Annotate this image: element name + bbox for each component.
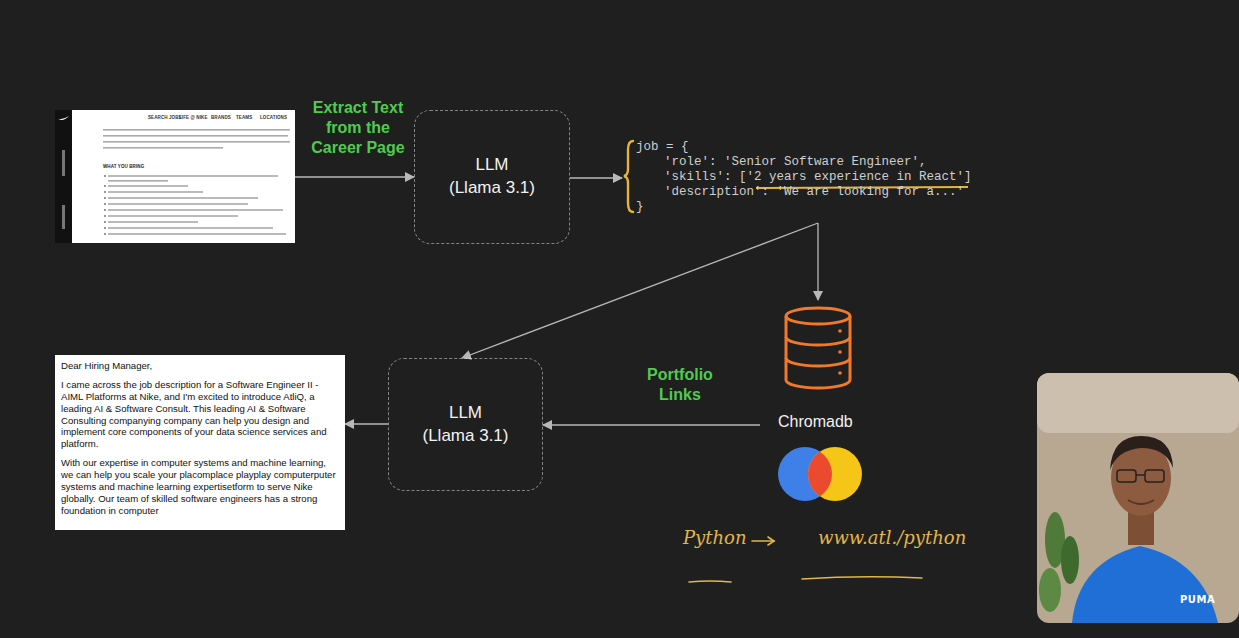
career-page-screenshot [104,203,106,205]
career-page-screenshot [104,215,106,217]
career-page-screenshot [104,209,106,211]
career-page-screenshot [104,233,106,235]
career-page-screenshot [55,110,72,243]
json-bracket [624,141,633,212]
career-page-screenshot [108,175,278,177]
career-page-screenshot [62,150,65,176]
handwritten-underline [689,577,922,582]
llm-text: LLM [449,402,482,425]
webcam-presenter [1136,474,1145,476]
career-page-screenshot [108,227,273,229]
database-icon [786,358,850,366]
handwritten-note: www.atl./python [818,527,966,548]
career-page-screenshot [108,221,198,223]
database-icon [838,329,842,333]
nav-item: LOCATIONS [260,115,287,120]
career-page-screenshot [55,110,295,243]
letter-text: With our expertise in computer systems a… [61,457,339,516]
chroma-logo [808,447,862,501]
process-box: LLM(Llama 3.1) [388,358,543,491]
nav-item: BRANDS [211,115,231,120]
llm-text: LLM [475,154,508,177]
webcam-presenter [1037,373,1239,623]
arrow-connector [817,223,818,300]
career-page-screenshot [104,221,106,223]
letter-box: Dear Hiring Manager, I came across the jo… [55,355,345,530]
handwritten-underline [802,577,922,579]
db-label: Chromadb [778,413,853,431]
career-page-screenshot [104,175,106,177]
code-line: 'skills': ['2 years experience in React'… [636,170,972,185]
career-page-screenshot [104,191,106,193]
career-page-screenshot [58,116,69,120]
webcam-presenter [1037,373,1239,623]
llm-text: (Llama 3.1) [449,177,535,200]
arrow-connector [345,423,388,424]
career-page-screenshot [104,227,106,229]
webcam-presenter [1072,546,1218,623]
code-line: job = { [636,140,972,155]
nav-item: WHAT YOU BRING [103,164,144,169]
career-page-screenshot [108,191,203,193]
handwritten-arrow [768,537,774,545]
webcam-presenter [1061,536,1079,584]
career-page-screenshot [103,129,290,131]
database-icon [838,350,842,354]
career-page-screenshot [108,180,168,182]
code-line: 'description': 'We are looking for a...' [636,185,972,200]
llm-text: (Llama 3.1) [423,425,509,448]
career-page-screenshot [108,203,248,205]
database-icon [786,308,850,324]
nav-item: TEAMS [236,115,252,120]
database-node: Chromadb [760,300,870,505]
nav-item: LIFE @ NIKE [179,115,208,120]
handwritten-arrow [752,537,774,545]
letter-text: I came across the job description for a … [61,379,339,450]
edge-label: Extract Text from the Career Page [308,98,408,158]
code-line: } [636,200,972,215]
json-block: job = {'role': 'Senior Software Engineer… [622,138,980,223]
database-icon [838,371,842,375]
screenshot-box: SEARCH JOBSLIFE @ NIKEBRANDS TEAMS LOCATIO… [55,110,295,243]
arrow-connector [570,177,622,178]
code-line: 'role': 'Senior Software Engineer', [636,155,972,170]
chroma-logo [808,447,862,501]
career-page-screenshot [108,215,238,217]
career-page-screenshot [104,197,106,199]
career-page-screenshot [103,147,223,149]
career-page-screenshot [108,185,188,187]
webcam-presenter [1145,470,1164,482]
career-page-screenshot [62,205,65,229]
webcam-presenter [1128,500,1154,504]
webcam-presenter [1037,373,1239,433]
webcam-presenter [1110,436,1173,470]
arrow-connector [543,424,760,425]
career-page-screenshot [55,110,295,243]
webcam-presenter [1117,470,1136,482]
career-page-screenshot [108,233,286,235]
edge-label: Portfolio Links [630,365,730,405]
career-page-screenshot [103,135,288,137]
career-page-screenshot [103,141,290,143]
webcam-presenter [1039,568,1061,612]
database-icon [786,308,850,388]
handwritten-arrow [752,540,774,542]
handwritten-underline [689,581,731,582]
career-page-screenshot [104,185,106,187]
database-icon [786,316,850,388]
career-page-screenshot [108,197,258,199]
chroma-logo [778,447,862,501]
process-box: LLM(Llama 3.1) [414,110,570,244]
json-bracket [624,141,633,212]
arrow-connector [295,176,414,177]
nav-item: SEARCH JOBS [148,115,182,120]
career-page-screenshot [108,209,283,211]
letter-text: Dear Hiring Manager, [61,360,339,372]
handwritten-note: Python [683,527,747,548]
shirt-logo: PUMA [1180,594,1215,605]
database-icon [786,337,850,345]
